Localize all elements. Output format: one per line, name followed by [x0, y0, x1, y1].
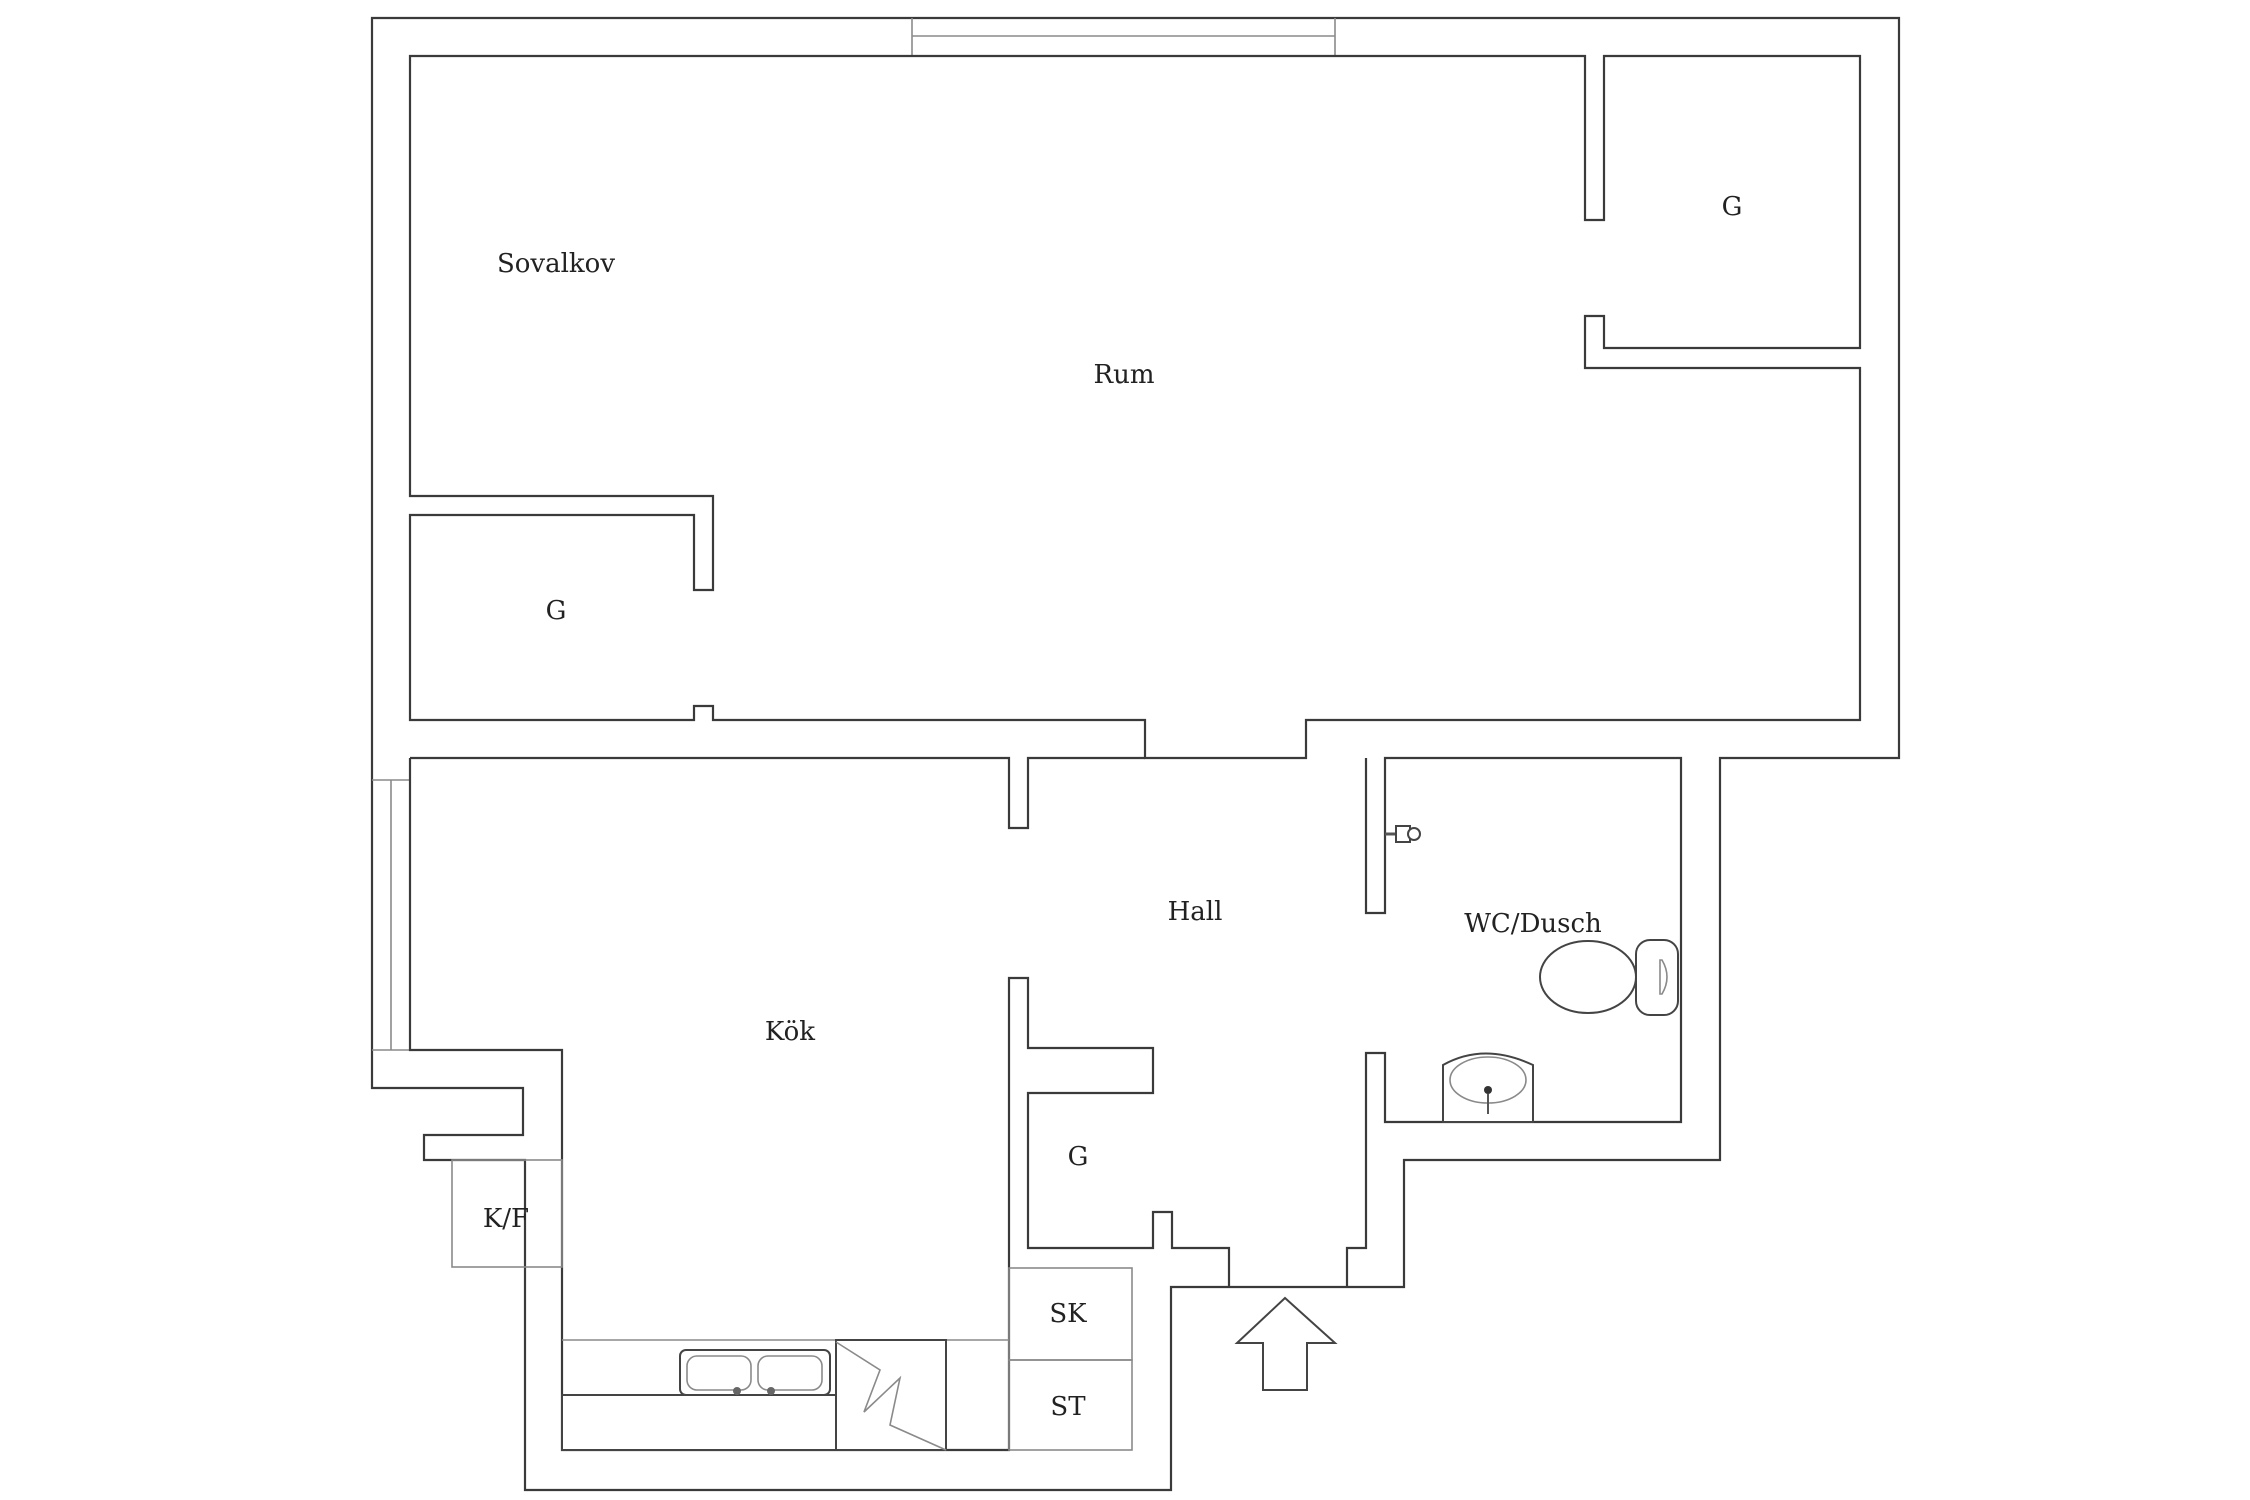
left-window	[372, 779, 410, 1051]
label-kok: Kök	[765, 1017, 815, 1047]
label-sk: SK	[1049, 1299, 1087, 1329]
kok-hall-inner-wall	[410, 756, 1145, 830]
double-sink-icon	[561, 1349, 837, 1451]
kf-cabinet	[451, 1159, 563, 1268]
label-rum: Rum	[1094, 360, 1155, 390]
label-st: ST	[1050, 1392, 1086, 1422]
entrance-arrow-icon	[1234, 1296, 1338, 1391]
label-garderob-left: G	[546, 596, 567, 626]
st-cabinet	[1008, 1359, 1133, 1451]
outer-wall-outline	[370, 16, 1901, 1492]
label-wc: WC/Dusch	[1464, 909, 1602, 939]
label-garderob-top: G	[1722, 192, 1743, 222]
shower-head-icon	[1385, 825, 1421, 843]
stove-icon	[835, 1339, 947, 1451]
washbasin-icon	[1442, 1052, 1534, 1123]
kok-hall-walls	[408, 758, 1231, 1452]
label-sovalkov: Sovalkov	[497, 249, 615, 279]
rum-inner-wall	[408, 54, 1862, 760]
top-window	[911, 18, 1336, 55]
toilet-icon	[1539, 939, 1679, 1016]
label-kf: K/F	[483, 1204, 529, 1234]
label-hall: Hall	[1168, 897, 1223, 927]
label-garderob-hall: G	[1068, 1142, 1089, 1172]
